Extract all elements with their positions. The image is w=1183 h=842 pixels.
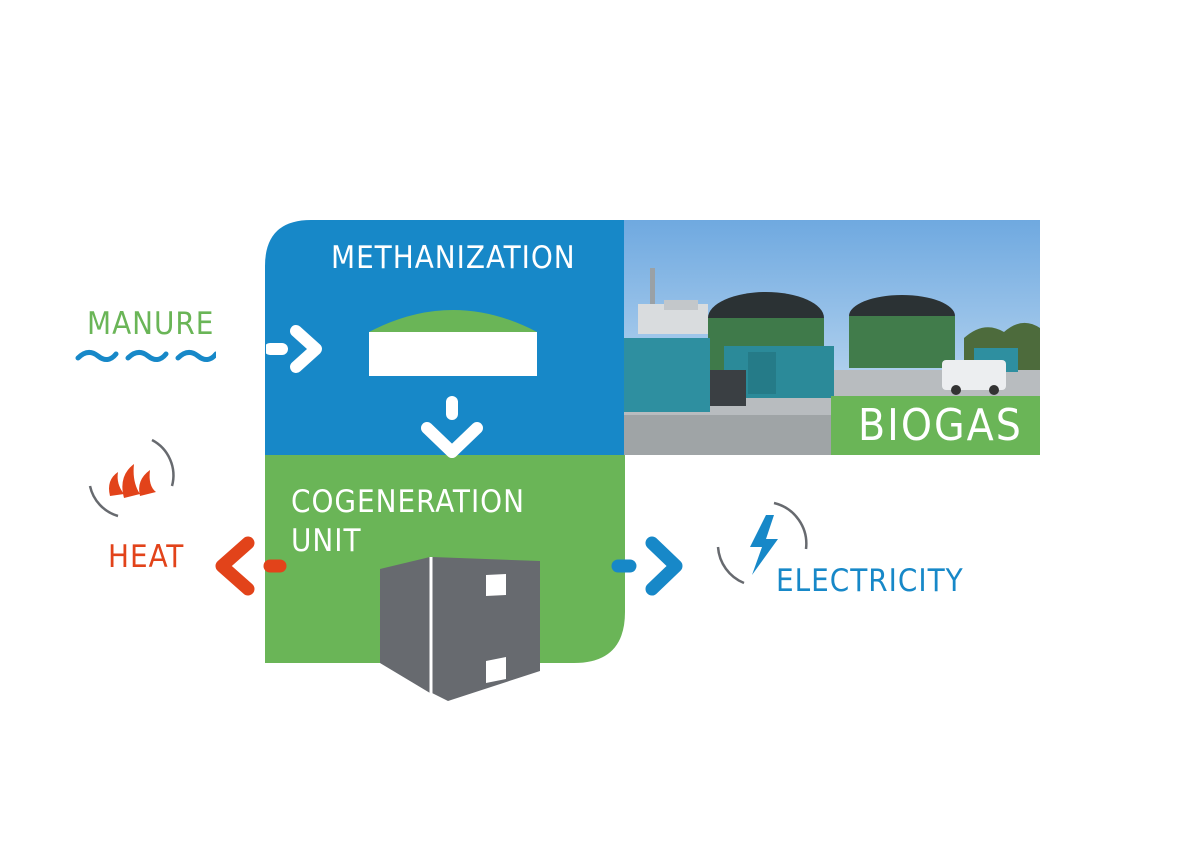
biogas-label: BIOGAS [858,400,1023,451]
digester-tank-icon [369,310,537,376]
engine-container-icon [380,557,540,701]
manure-label: MANURE [87,306,215,342]
lightning-bolt-icon [716,501,808,585]
flame-icon [88,438,175,518]
methanization-label: METHANIZATION [331,240,576,276]
arrow-right-icon [266,325,322,373]
electricity-label: ELECTRICITY [776,563,964,599]
arrow-right-icon [611,536,683,596]
biogas-plant-photo [624,220,1040,455]
cogeneration-label: COGENERATION [291,484,525,520]
wave-icon [75,350,216,362]
heat-label: HEAT [108,539,185,575]
arrow-left-icon [215,536,287,596]
unit-label: UNIT [291,523,362,559]
arrow-down-icon [421,396,483,458]
